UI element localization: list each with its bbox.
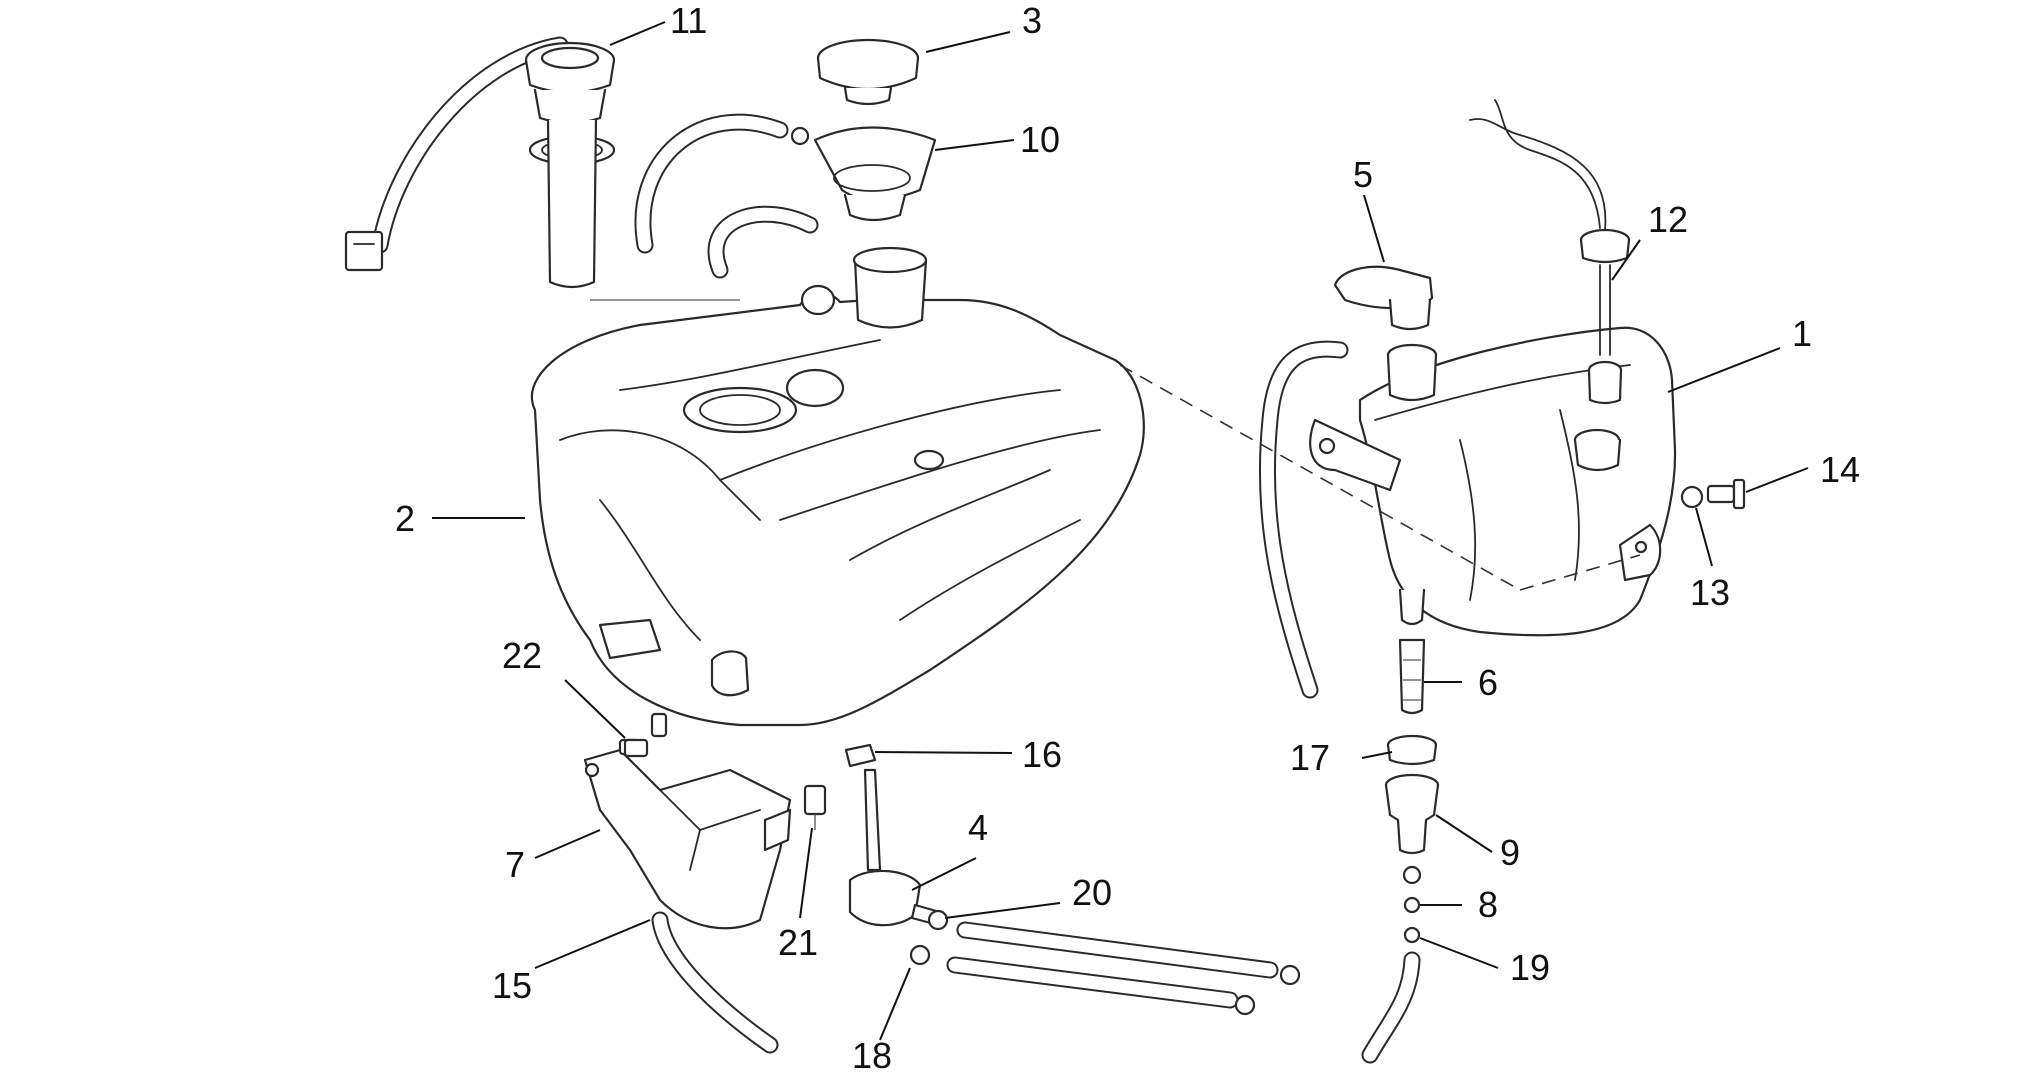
callout-7: 7 xyxy=(505,844,525,885)
mounting-bracket xyxy=(583,712,792,930)
callout-19: 19 xyxy=(1510,947,1550,988)
callout-5: 5 xyxy=(1353,154,1373,195)
assembly-reference-line xyxy=(1119,364,1521,591)
oil-tank-reference-line xyxy=(1519,554,1641,591)
callout-9: 9 xyxy=(1500,832,1520,873)
callout-1: 1 xyxy=(1792,313,1812,354)
callout-labels: 1 2 3 4 5 6 7 8 9 10 11 12 13 14 15 16 1… xyxy=(395,0,1860,1075)
fuel-level-sender xyxy=(344,36,616,289)
oil-filter-assembly xyxy=(1361,638,1440,1064)
callout-18: 18 xyxy=(852,1035,892,1075)
callout-15: 15 xyxy=(492,965,532,1006)
callout-20: 20 xyxy=(1072,872,1112,913)
bolt-and-washer xyxy=(1680,478,1746,510)
oil-tank xyxy=(1309,326,1677,637)
fuel-tank xyxy=(530,246,1145,727)
callout-14: 14 xyxy=(1820,449,1860,490)
callout-4: 4 xyxy=(968,807,988,848)
callout-8: 8 xyxy=(1478,884,1498,925)
callout-11: 11 xyxy=(670,0,707,41)
callout-10: 10 xyxy=(1020,119,1060,160)
callout-3: 3 xyxy=(1022,0,1042,41)
oil-filler-cap xyxy=(1258,265,1438,699)
callout-12: 12 xyxy=(1648,199,1688,240)
callout-13: 13 xyxy=(1690,572,1730,613)
callout-6: 6 xyxy=(1478,662,1498,703)
filler-neck xyxy=(634,113,937,254)
fuel-cap xyxy=(816,38,920,106)
leader-lines xyxy=(432,21,1809,1041)
callout-22: 22 xyxy=(502,635,542,676)
tank-breather-hose xyxy=(707,205,819,279)
oil-level-sensor xyxy=(1469,99,1631,405)
callout-21: 21 xyxy=(778,922,818,963)
callout-17: 17 xyxy=(1290,737,1330,778)
fuel-tap-assembly xyxy=(651,743,1301,1054)
callout-16: 16 xyxy=(1022,734,1062,775)
callout-2: 2 xyxy=(395,498,415,539)
bracket-bolts xyxy=(623,738,827,830)
